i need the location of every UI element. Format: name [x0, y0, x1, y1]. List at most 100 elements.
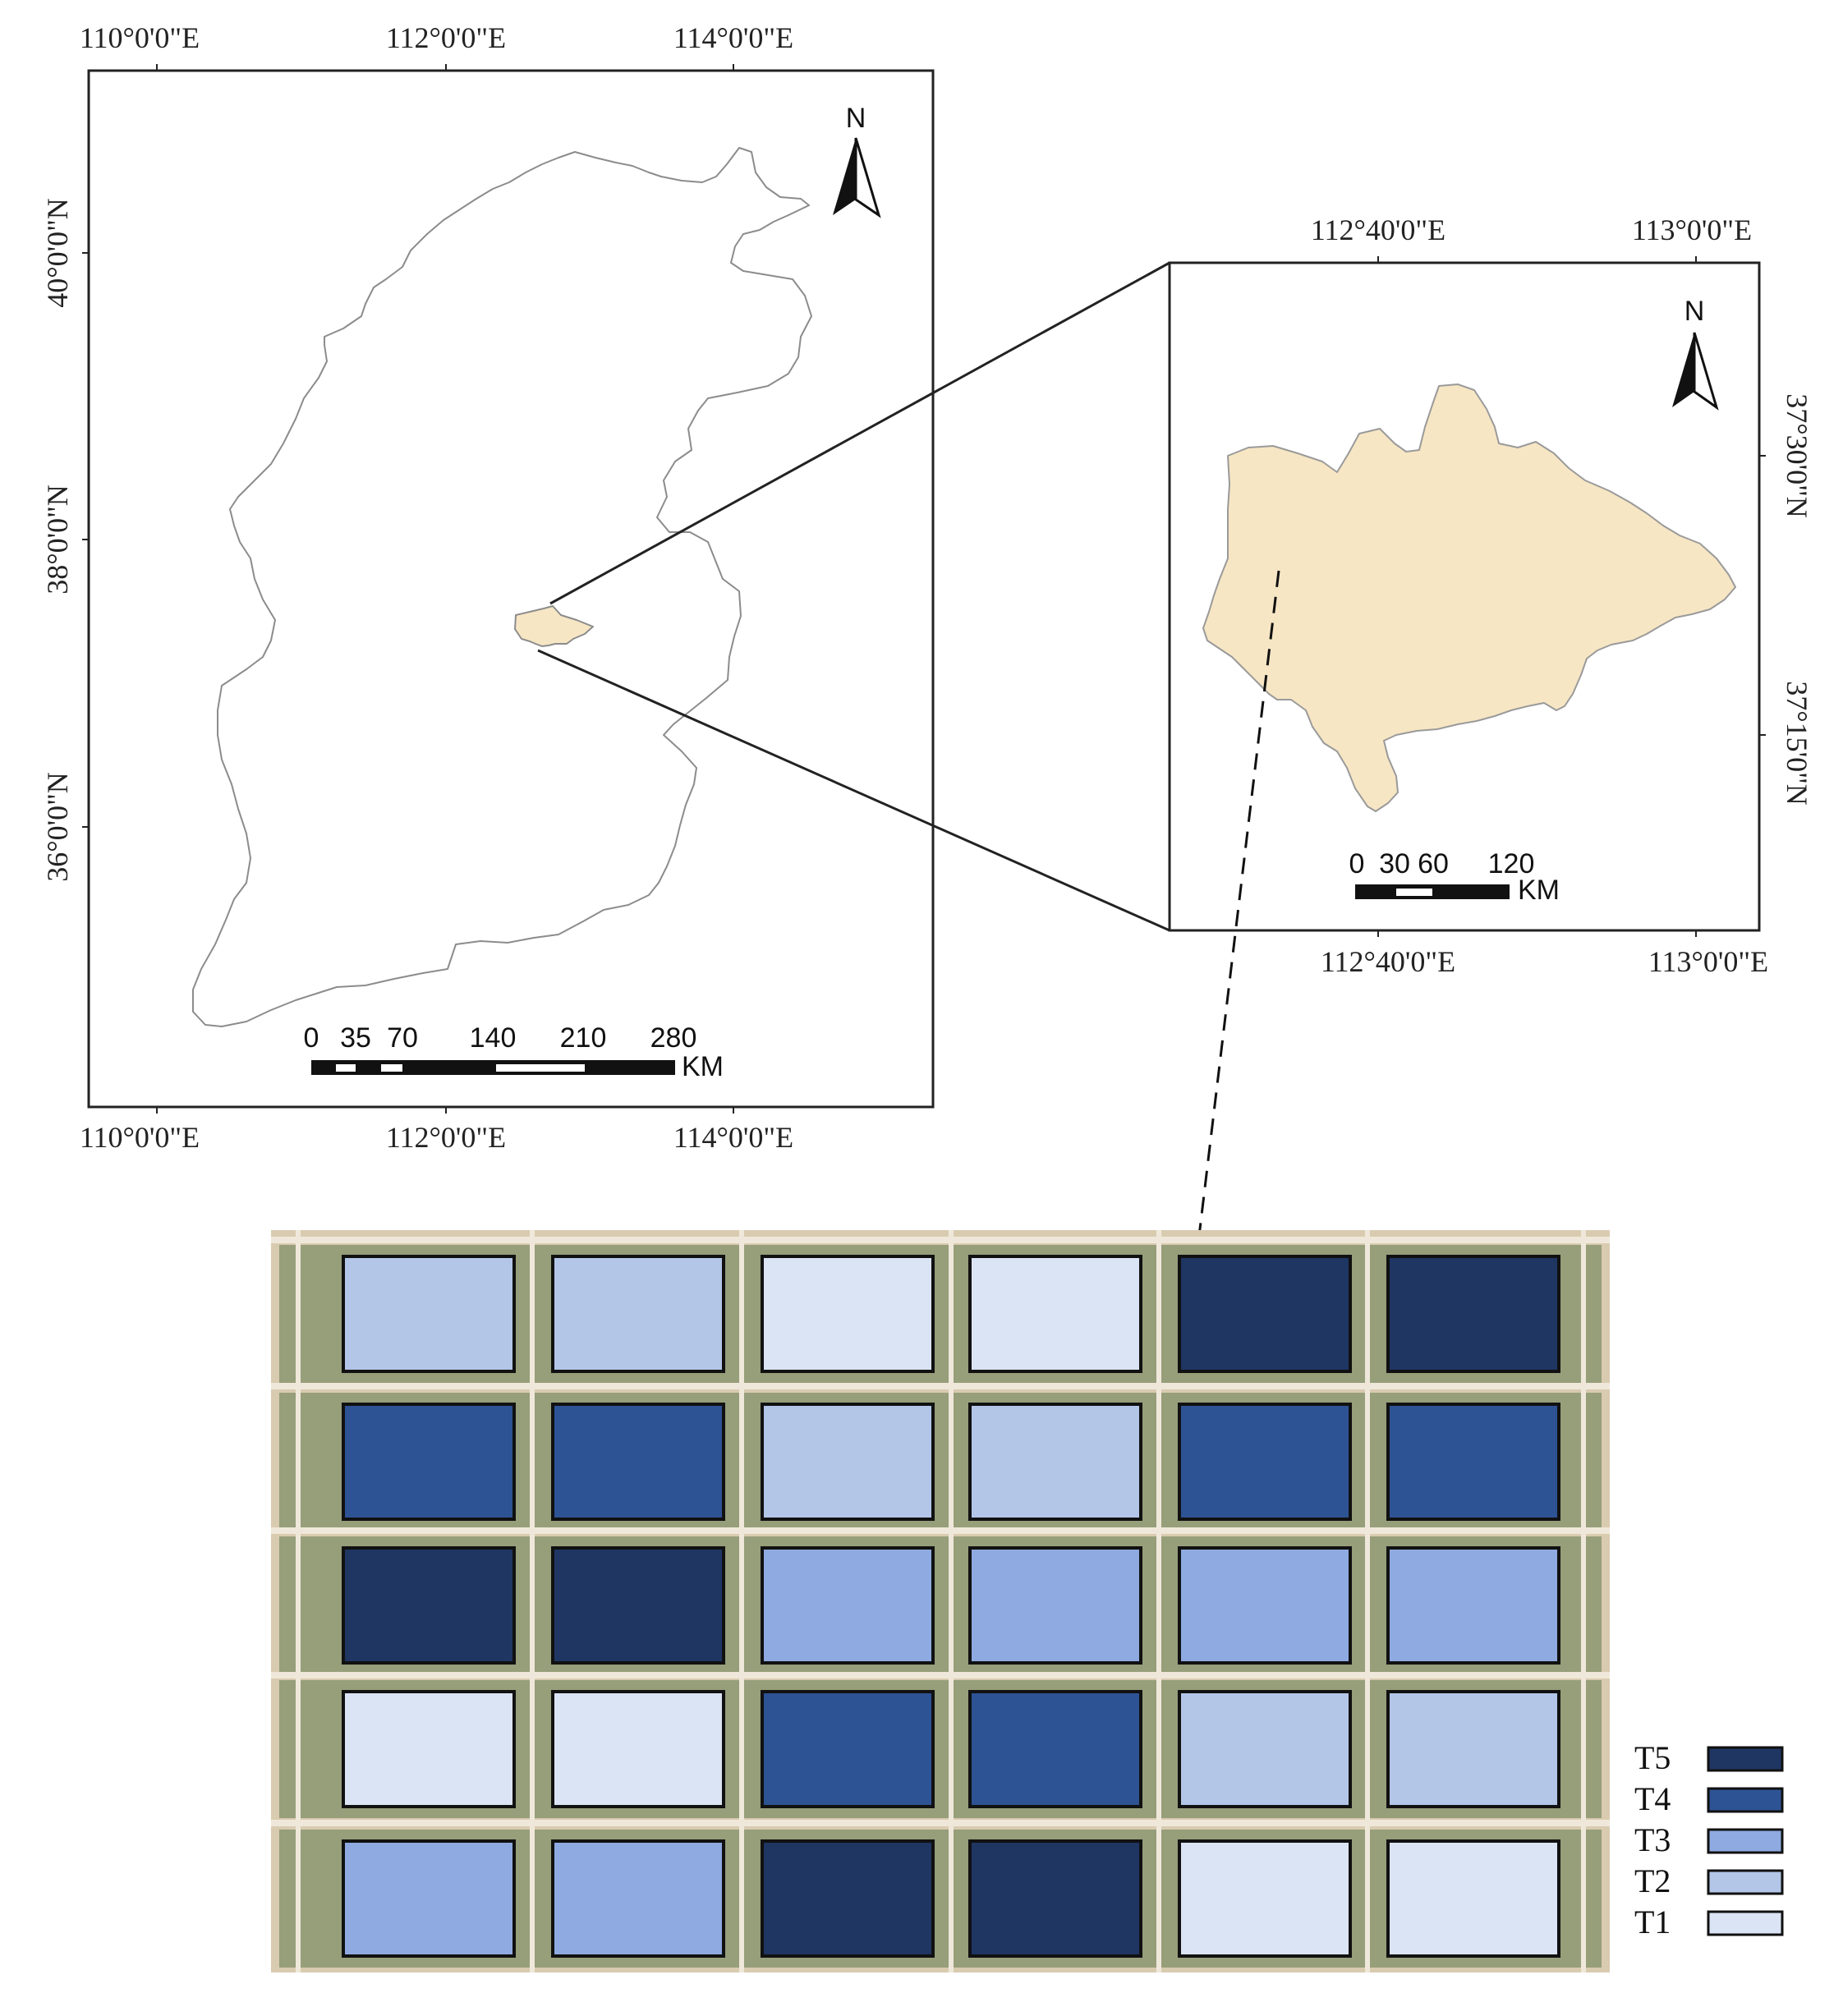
- legend-label-t2: T2: [1634, 1862, 1671, 1899]
- plot-t4: [761, 1690, 935, 1808]
- plot-t2: [342, 1255, 516, 1373]
- inset-north-arrow-icon: N: [1672, 296, 1719, 411]
- plot-t4: [1386, 1403, 1560, 1521]
- main-north-label: N: [846, 103, 866, 134]
- walkway-grid: [271, 1230, 1610, 1972]
- walkway-vertical: [949, 1230, 954, 1972]
- inset-scale-label-60: 60: [1418, 848, 1449, 879]
- main-scale-label-140: 140: [470, 1022, 517, 1054]
- main-left-tick-2: 38°0'0"N: [41, 484, 74, 595]
- walkway-horizontal: [271, 1527, 1610, 1534]
- plot-t1: [342, 1690, 516, 1808]
- main-map: 110°0'0"E 112°0'0"E 114°0'0"E 110°0'0"E …: [41, 21, 935, 1154]
- field-plot-layout: [271, 1230, 1610, 1972]
- inset-north-label: N: [1684, 296, 1705, 327]
- plot-t5: [342, 1546, 516, 1665]
- walkway-vertical: [296, 1230, 301, 1972]
- legend-label-t3: T3: [1634, 1821, 1671, 1858]
- walkway-horizontal: [271, 1672, 1610, 1678]
- plot-t1: [968, 1255, 1142, 1373]
- walkway-vertical: [739, 1230, 744, 1972]
- plot-t4: [551, 1403, 725, 1521]
- inset-top-tick-1: 112°40'0"E: [1311, 214, 1445, 246]
- legend-swatch-t3: [1707, 1828, 1784, 1854]
- walkway-horizontal: [271, 1383, 1610, 1389]
- plot-t3: [1178, 1546, 1352, 1665]
- plot-t5: [1178, 1255, 1352, 1373]
- study-region-small: [514, 605, 594, 647]
- plot-t4: [968, 1690, 1142, 1808]
- plot-t4: [342, 1403, 516, 1521]
- inset-right-tick-2: 37°15'0"N: [1781, 681, 1813, 806]
- main-bottom-tick-1: 110°0'0"E: [80, 1121, 200, 1154]
- main-scale-bar: 0 35 70 140 210 280 KM: [304, 1022, 724, 1082]
- main-left-tick-1: 40°0'0"N: [41, 198, 74, 308]
- plot-t5: [551, 1546, 725, 1665]
- inset-scale-bar: 0 30 60 120 KM: [1349, 848, 1560, 906]
- main-top-tick-2: 112°0'0"E: [386, 21, 506, 54]
- main-map-tick-marks: [82, 64, 734, 1114]
- main-scale-label-35: 35: [340, 1022, 371, 1054]
- legend-swatch-t4: [1707, 1787, 1784, 1813]
- plot-t5: [761, 1839, 935, 1958]
- legend-label-t1: T1: [1634, 1903, 1671, 1940]
- main-left-tick-3: 36°0'0"N: [41, 772, 74, 882]
- inset-map: 112°40'0"E 113°0'0"E 112°40'0"E 113°0'0"…: [1168, 214, 1813, 978]
- inset-scale-label-120: 120: [1488, 848, 1535, 879]
- plot-t1: [1178, 1839, 1352, 1958]
- main-scale-label-70: 70: [387, 1022, 418, 1054]
- plot-t5: [1386, 1255, 1560, 1373]
- plot-t1: [761, 1255, 935, 1373]
- plot-t2: [551, 1255, 725, 1373]
- main-bottom-tick-2: 112°0'0"E: [386, 1121, 506, 1154]
- plot-t4: [1178, 1403, 1352, 1521]
- inset-scale-label-30: 30: [1379, 848, 1410, 879]
- plot-t2: [1386, 1690, 1560, 1808]
- main-north-arrow-icon: N: [833, 103, 881, 218]
- plot-t3: [551, 1839, 725, 1958]
- inset-bottom-tick-1: 112°40'0"E: [1321, 945, 1455, 978]
- plot-t2: [968, 1403, 1142, 1521]
- plot-t5: [968, 1839, 1142, 1958]
- walkway-vertical: [1156, 1230, 1161, 1972]
- plot-t3: [1386, 1546, 1560, 1665]
- inset-right-tick-1: 37°30'0"N: [1781, 393, 1813, 518]
- dashed-pointer-arrow: [1194, 570, 1280, 1241]
- study-region-large: [1202, 383, 1736, 812]
- province-outline: [192, 147, 812, 1027]
- main-top-tick-3: 114°0'0"E: [673, 21, 793, 54]
- main-scale-label-280: 280: [650, 1022, 697, 1054]
- walkway-horizontal: [271, 1820, 1610, 1826]
- inset-top-tick-2: 113°0'0"E: [1632, 214, 1752, 246]
- walkway-vertical: [1365, 1230, 1370, 1972]
- main-top-tick-1: 110°0'0"E: [80, 21, 200, 54]
- walkway-vertical: [530, 1230, 535, 1972]
- walkway-horizontal: [271, 1237, 1610, 1243]
- plot-t3: [968, 1546, 1142, 1665]
- zoom-connector-lines: [537, 261, 1170, 932]
- legend-swatch-t1: [1707, 1910, 1784, 1936]
- legend-swatch-t5: [1707, 1746, 1784, 1772]
- legend-label-t5: T5: [1634, 1739, 1671, 1776]
- inset-bottom-tick-2: 113°0'0"E: [1648, 945, 1768, 978]
- main-scale-unit: KM: [682, 1051, 724, 1082]
- inset-map-tick-marks: [1377, 256, 1766, 937]
- inset-scale-unit: KM: [1518, 875, 1560, 906]
- inset-scale-label-0: 0: [1349, 848, 1365, 879]
- plot-t2: [761, 1403, 935, 1521]
- plot-t3: [342, 1839, 516, 1958]
- main-bottom-tick-3: 114°0'0"E: [673, 1121, 793, 1154]
- plot-t3: [761, 1546, 935, 1665]
- walkway-vertical: [1581, 1230, 1586, 1972]
- legend-label-t4: T4: [1634, 1780, 1671, 1817]
- plot-t2: [1178, 1690, 1352, 1808]
- main-scale-label-0: 0: [304, 1022, 319, 1054]
- main-map-frame: [87, 69, 935, 1109]
- plot-t1: [1386, 1839, 1560, 1958]
- main-scale-label-210: 210: [560, 1022, 607, 1054]
- plot-grid: [342, 1255, 1560, 1958]
- legend-swatch-t2: [1707, 1869, 1784, 1895]
- plot-t1: [551, 1690, 725, 1808]
